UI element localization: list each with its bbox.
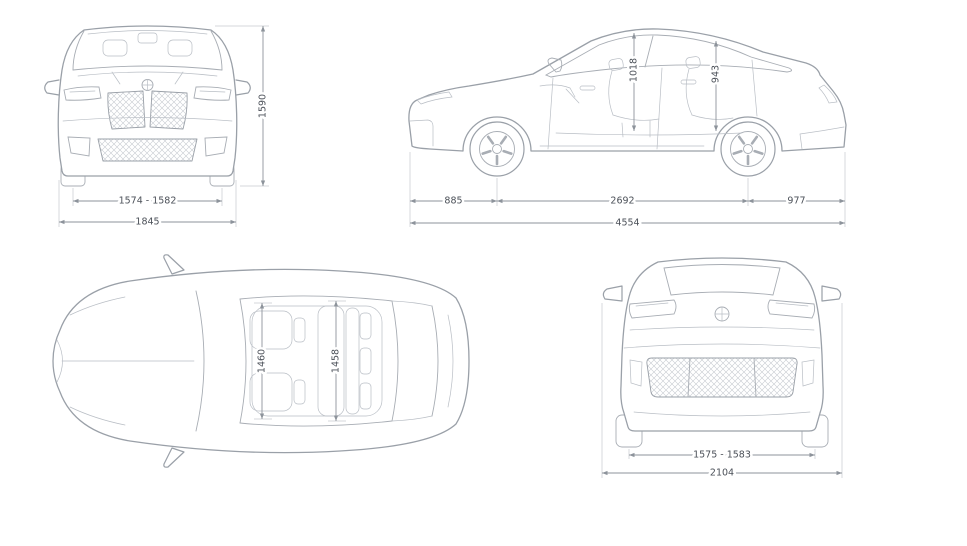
front-bumper-seam [409,119,434,147]
front-overhang-label: 885 [444,196,462,207]
side-mirror [547,57,563,73]
left-taillight [628,299,677,319]
right-taillight-detail [775,302,809,307]
bmw-roundel-icon [141,79,154,91]
side-view: 1018 943 885 2692 977 4554 [408,28,847,231]
right-mirror [235,79,251,96]
left-mirror [602,285,623,302]
bumper-top-line [623,343,821,349]
rear-track-label: 1575 - 1583 [693,450,751,461]
left-reflector [629,359,643,387]
rear-overhang-label: 977 [787,196,805,207]
front-view: 1590 1574 - 1582 1845 [44,25,271,230]
left-headrest [102,39,128,57]
left-mirror [44,79,60,96]
headlight-line [416,91,453,105]
body-outline [57,25,238,177]
tailgate-line [629,326,815,331]
hood-crease-right [174,71,184,85]
overall-width-label: 1845 [135,217,159,228]
rear-window-line [391,300,399,422]
floor-line [555,132,743,136]
diffuser-fin-left [687,357,691,398]
a-pillar-left [72,30,85,71]
roof-edge-top [239,295,393,302]
kidney-grille-right [149,90,188,130]
front-seat-cushion [612,114,660,121]
roof-panel [251,305,383,417]
left-headlight-detail [69,90,96,93]
right-fog-slot [204,136,228,157]
overall-height-label: 1590 [258,94,269,118]
taillight-line [818,84,838,104]
rear-window [663,264,781,296]
front-door-handle [579,85,596,91]
left-mirror [163,254,185,275]
kidney-grille-left [107,90,146,130]
lower-air-intake [97,138,198,162]
right-mirror [163,447,185,468]
front-seats [249,310,306,412]
bumper-bottom-line [633,411,811,417]
interior-sketch [539,56,743,138]
a-pillar-right [210,30,223,71]
diffuser-fin-right [753,357,757,398]
front-track-label: 1574 - 1582 [119,196,177,207]
rear-seat-cushion [691,114,734,120]
right-taillight [767,299,816,319]
windshield-top-line [239,298,247,424]
right-mirror [821,285,842,302]
bmw-roundel-icon [714,306,730,322]
rear-seat-back [685,68,693,116]
roof-inner-line [87,30,208,35]
rear-roof-edge-bottom [391,415,433,422]
top-view: 1460 1458 [52,254,470,468]
left-headlight [63,86,102,101]
rear-bench [317,305,372,417]
headlight-contour-bottom [69,406,126,426]
wheelbase-label: 2692 [610,196,634,207]
b-pillar [644,35,654,68]
front-seat-back [608,70,614,116]
quarter-panel-seam [751,59,758,117]
mirror-width-label: 2104 [710,468,734,479]
rearview-mirror [137,32,158,44]
front-wheel [469,121,525,177]
front-interior-width-label: 1460 [257,349,268,373]
right-headlight [193,86,232,101]
rear-door-seam [656,67,663,150]
rear-interior-height-label: 943 [711,65,722,83]
rear-seat-headrest [685,56,701,69]
right-reflector [801,359,815,387]
cowl-line [195,290,205,432]
roof-edge-bottom [239,420,393,427]
right-headlight-detail [199,90,226,93]
spoiler-line [431,305,439,417]
rear-bumper-seam [799,126,845,150]
right-headrest [167,39,193,57]
diffuser [646,357,798,398]
rear-interior-width-label: 1458 [331,349,342,373]
overall-length-label: 4554 [615,218,639,229]
bumper-crease [62,117,233,122]
rear-wheel [720,121,776,177]
body-outline [620,257,824,432]
headlight-contour-top [69,296,126,316]
cowl-line [72,65,223,71]
hood-crease-left [111,71,121,85]
front-seat-headrest [608,58,624,71]
front-interior-height-label: 1018 [629,58,640,82]
rear-door-handle [680,79,697,85]
left-fog-slot [67,136,91,157]
rear-view: 1575 - 1583 2104 [601,257,843,481]
rear-roof-edge-top [391,300,433,307]
body-outline [408,28,847,152]
hood-crease [77,71,218,77]
side-glass-outline [544,34,792,78]
left-taillight-detail [635,302,669,307]
hatch-line [447,314,454,408]
front-door-seam [547,77,554,150]
